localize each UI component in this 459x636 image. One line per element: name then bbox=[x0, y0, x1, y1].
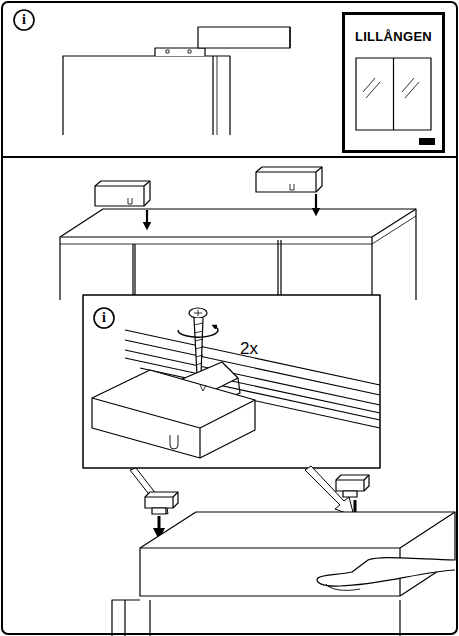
info-icon bbox=[94, 308, 114, 328]
info-icon-letter: i bbox=[22, 12, 26, 28]
product-name: LILLÅNGEN bbox=[345, 29, 442, 44]
info-icon-letter: i bbox=[102, 310, 106, 326]
cabinet-side-view bbox=[63, 27, 290, 135]
panel-divider bbox=[2, 156, 457, 158]
cabinet-top-view bbox=[60, 209, 416, 300]
mirror-cabinet-icon bbox=[356, 58, 435, 145]
bracket-right bbox=[256, 167, 322, 192]
product-name-box: LILLÅNGEN bbox=[342, 12, 445, 153]
down-arrow bbox=[146, 210, 148, 226]
bracket-small-right bbox=[336, 475, 369, 497]
down-arrow bbox=[315, 194, 317, 212]
screw bbox=[178, 308, 218, 375]
hand bbox=[317, 558, 455, 591]
down-arrow bbox=[158, 516, 161, 534]
bracket-small-left bbox=[145, 492, 178, 514]
info-icon bbox=[14, 10, 34, 30]
bracket-left bbox=[95, 181, 150, 206]
top-panel bbox=[112, 512, 455, 636]
bracket-clip-detail bbox=[92, 362, 255, 458]
quantity-label: 2x bbox=[240, 339, 258, 359]
detail-frame bbox=[83, 295, 380, 468]
